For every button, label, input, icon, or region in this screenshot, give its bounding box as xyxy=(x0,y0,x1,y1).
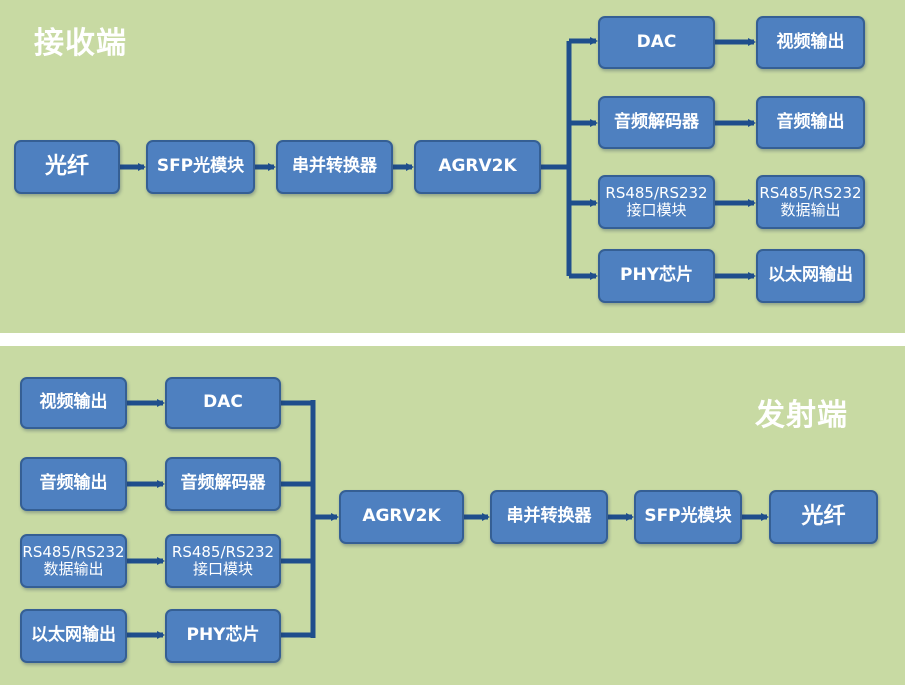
tx-rs-interface-line2: 接口模块 xyxy=(192,560,253,578)
rx-rs-data-output-line1: RS485/RS232 xyxy=(759,183,862,202)
tx-serdes-node: 串并转换器 xyxy=(490,490,608,544)
rx-sfp-module-node: SFP光模块 xyxy=(146,140,255,194)
tx-sfp-module-node: SFP光模块 xyxy=(634,490,742,544)
tx-rs-interface-node: RS485/RS232 接口模块 xyxy=(165,534,281,588)
receiver-title: 接收端 xyxy=(34,26,127,61)
tx-phy-chip-node: PHY芯片 xyxy=(165,609,281,663)
tx-rs-data-output-line1: RS485/RS232 xyxy=(22,542,125,561)
tx-video-output-node: 视频输出 xyxy=(20,377,127,429)
rx-agrv2k-node: AGRV2K xyxy=(414,140,541,194)
tx-agrv2k-node: AGRV2K xyxy=(339,490,464,544)
rx-audio-decoder-node: 音频解码器 xyxy=(598,96,715,149)
rx-serdes-node: 串并转换器 xyxy=(276,140,393,194)
rx-dac-node: DAC xyxy=(598,16,715,69)
rx-fiber-node: 光纤 xyxy=(14,140,120,194)
tx-audio-decoder-node: 音频解码器 xyxy=(165,457,281,511)
tx-audio-output-node: 音频输出 xyxy=(20,457,127,511)
tx-rs-data-output-line2: 数据输出 xyxy=(43,560,104,578)
tx-dac-node: DAC xyxy=(165,377,281,429)
rx-video-output-node: 视频输出 xyxy=(756,16,865,69)
rx-rs-data-output-line2: 数据输出 xyxy=(780,201,841,219)
rx-rs-interface-line2: 接口模块 xyxy=(626,201,687,219)
tx-ethernet-output-node: 以太网输出 xyxy=(20,609,127,663)
rx-rs-interface-node: RS485/RS232 接口模块 xyxy=(598,175,715,229)
rx-rs-data-output-node: RS485/RS232 数据输出 xyxy=(756,175,865,229)
rx-phy-chip-node: PHY芯片 xyxy=(598,249,715,303)
tx-fiber-node: 光纤 xyxy=(769,490,878,544)
tx-rs-data-output-node: RS485/RS232 数据输出 xyxy=(20,534,127,588)
tx-rs-interface-line1: RS485/RS232 xyxy=(171,542,275,561)
transmitter-title: 发射端 xyxy=(755,398,848,433)
rx-ethernet-output-node: 以太网输出 xyxy=(756,249,865,303)
rx-audio-output-node: 音频输出 xyxy=(756,96,865,149)
rx-rs-interface-line1: RS485/RS232 xyxy=(605,183,708,202)
